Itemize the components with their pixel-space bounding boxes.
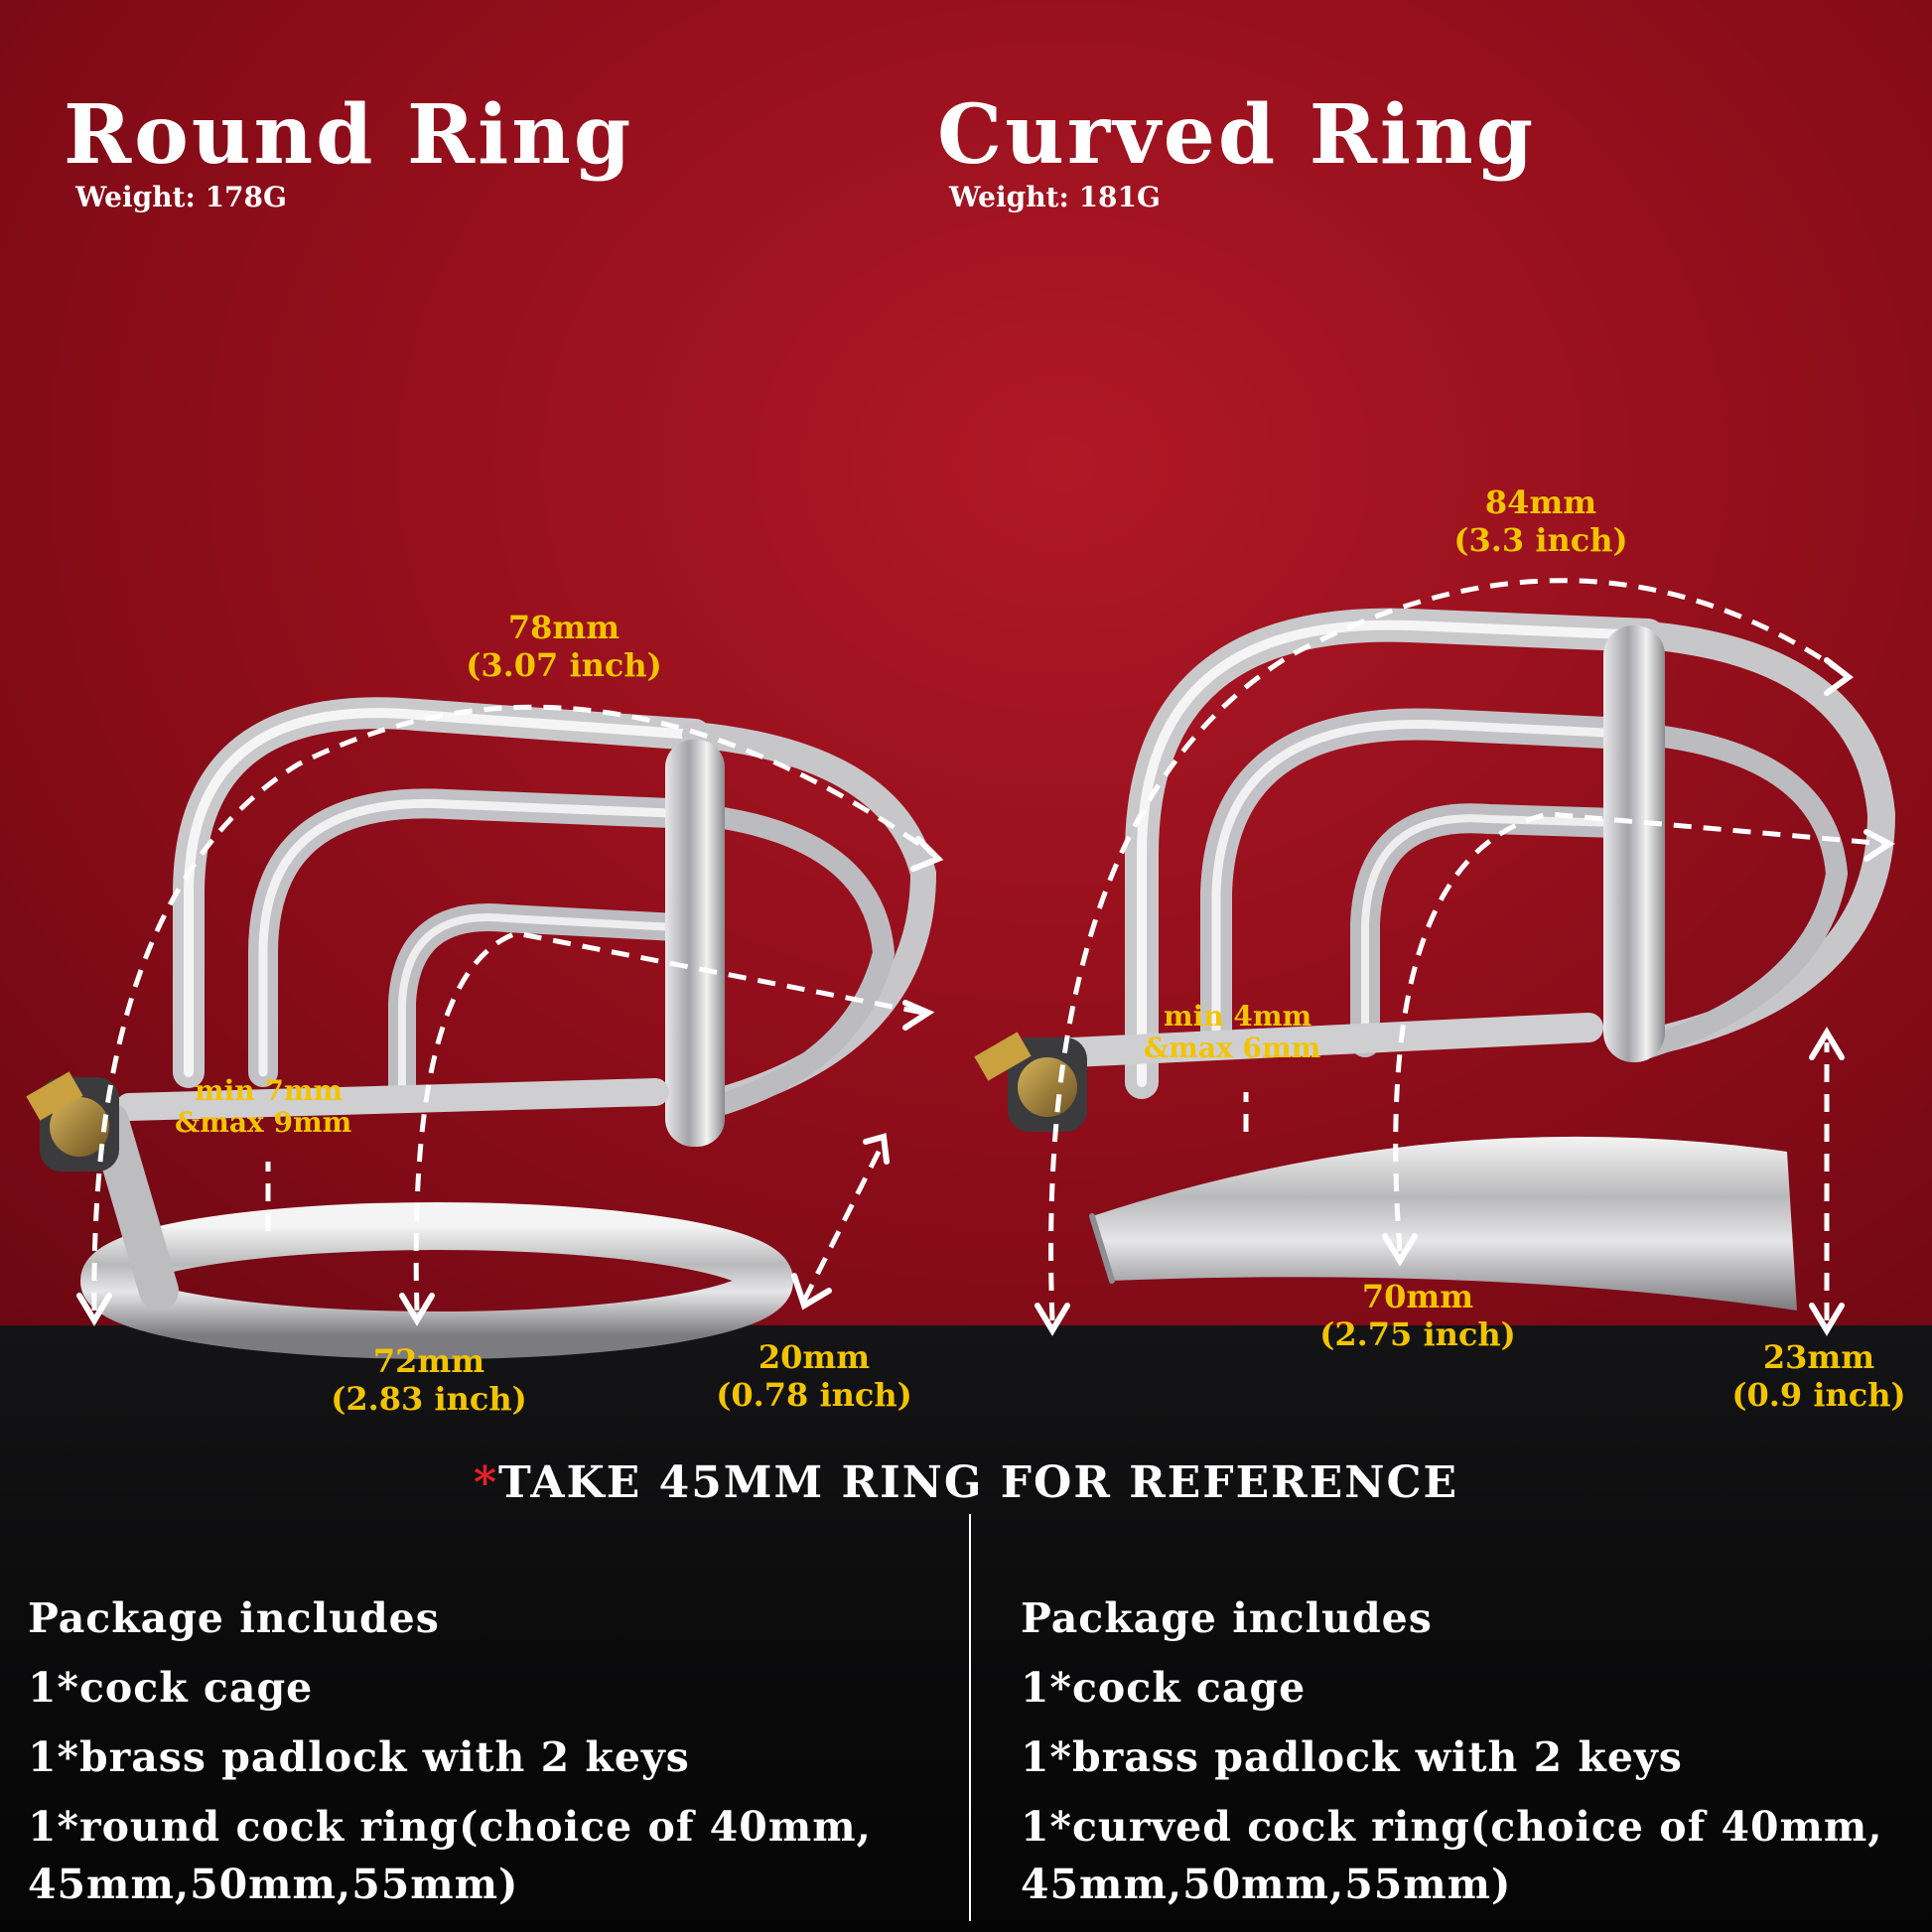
curved-width-inch: (2.75 inch) xyxy=(1319,1315,1516,1353)
right-padlock-icon xyxy=(974,1032,1087,1132)
curved-gap-label: min 4mm &max 6mm xyxy=(1144,1001,1320,1064)
round-height-inch: (0.78 inch) xyxy=(716,1376,912,1414)
round-ring-title: Round Ring xyxy=(64,87,634,183)
curved-height-inch: (0.9 inch) xyxy=(1731,1376,1906,1414)
curved-length-inch: (3.3 inch) xyxy=(1453,521,1628,559)
round-gap-min: min 7mm xyxy=(195,1074,344,1107)
curved-package-item-1: 1*cock cage xyxy=(1021,1664,1307,1712)
round-width-label: 72mm (2.83 inch) xyxy=(331,1342,527,1418)
round-package-item-3a: 1*round cock ring(choice of 40mm, xyxy=(28,1803,872,1851)
curved-ring-weight: Weight: 181G xyxy=(949,181,1161,213)
round-package-heading: Package includes xyxy=(28,1594,440,1642)
round-width-inch: (2.83 inch) xyxy=(331,1380,527,1418)
left-length-arrow xyxy=(91,704,935,1311)
curved-package-heading: Package includes xyxy=(1021,1594,1433,1642)
curved-package-item-3b: 45mm,50mm,55mm) xyxy=(1021,1861,1512,1908)
reference-asterisk: * xyxy=(473,1457,498,1508)
curved-gap-max: &max 6mm xyxy=(1144,1032,1321,1064)
round-ring-cage xyxy=(80,697,937,1359)
right-length-arrow xyxy=(1048,578,1849,1321)
curved-package-list: Package includes 1*cock cage 1*brass pad… xyxy=(1021,1584,1883,1919)
right-inner-arrow xyxy=(1393,811,1887,1252)
round-package-list: Package includes 1*cock cage 1*brass pad… xyxy=(28,1584,872,1919)
curved-package-item-3a: 1*curved cock ring(choice of 40mm, xyxy=(1021,1803,1883,1851)
round-height-label: 20mm (0.78 inch) xyxy=(716,1338,912,1414)
dimension-arrows xyxy=(91,578,1887,1321)
reference-note: *TAKE 45MM RING FOR REFERENCE xyxy=(0,1457,1932,1508)
curved-length-mm: 84mm xyxy=(1484,483,1597,521)
left-inner-arrow xyxy=(413,930,924,1311)
round-package-item-1: 1*cock cage xyxy=(28,1664,314,1712)
round-width-mm: 72mm xyxy=(372,1342,485,1380)
curved-length-label: 84mm (3.3 inch) xyxy=(1453,483,1627,559)
curved-ring-title: Curved Ring xyxy=(937,87,1537,183)
curved-height-mm: 23mm xyxy=(1762,1338,1875,1376)
column-divider xyxy=(969,1514,971,1921)
curved-width-mm: 70mm xyxy=(1361,1278,1474,1315)
round-height-mm: 20mm xyxy=(758,1338,871,1376)
curved-package-item-2: 1*brass padlock with 2 keys xyxy=(1021,1733,1683,1781)
round-length-inch: (3.07 inch) xyxy=(466,646,662,684)
round-package-item-2: 1*brass padlock with 2 keys xyxy=(28,1733,690,1781)
left-height-arrow xyxy=(801,1140,887,1303)
round-ring-weight: Weight: 178G xyxy=(75,181,287,213)
curved-width-label: 70mm (2.75 inch) xyxy=(1319,1278,1516,1353)
curved-height-label: 23mm (0.9 inch) xyxy=(1731,1338,1905,1414)
dark-tabletop xyxy=(0,1325,1932,1932)
curved-gap-min: min 4mm xyxy=(1164,1000,1312,1033)
curved-ring-cage xyxy=(1057,608,1896,1311)
round-gap-max: &max 9mm xyxy=(175,1106,352,1139)
round-length-label: 78mm (3.07 inch) xyxy=(466,609,662,684)
reference-text: TAKE 45MM RING FOR REFERENCE xyxy=(498,1457,1459,1508)
round-gap-label: min 7mm &max 9mm xyxy=(175,1075,351,1139)
round-package-item-3b: 45mm,50mm,55mm) xyxy=(28,1861,519,1908)
arrow-heads xyxy=(76,657,1895,1336)
round-length-mm: 78mm xyxy=(507,609,621,646)
